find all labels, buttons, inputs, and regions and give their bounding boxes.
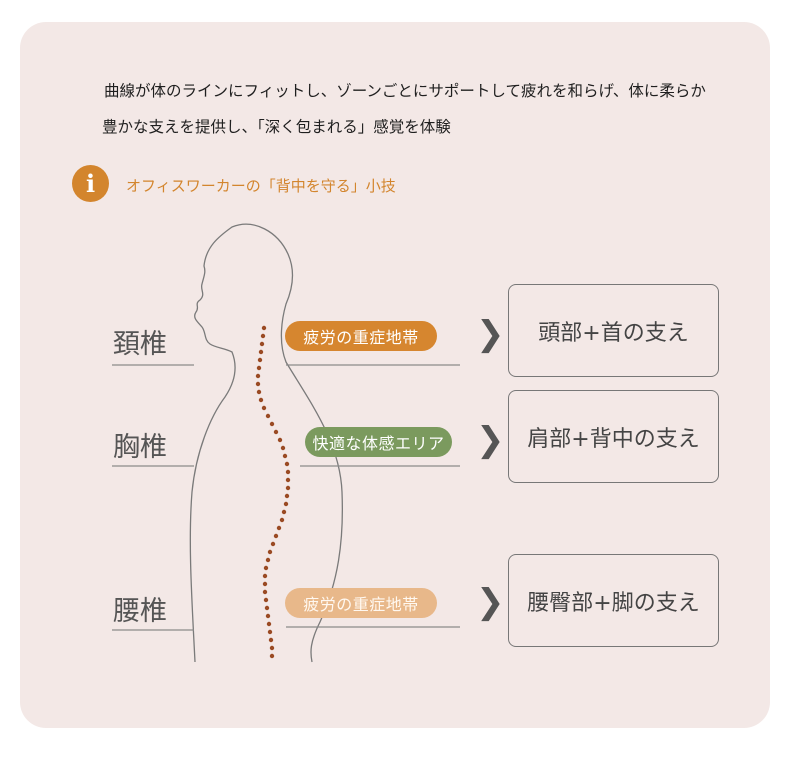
zone-badge-cervical: 疲労の重症地帯	[285, 321, 437, 351]
spine-dots	[255, 325, 291, 659]
chevron-right-icon: ❯	[476, 420, 505, 460]
intro-line-1: 曲線が体のラインにフィットし、ゾーンごとにサポートして疲れを和らげ、体に柔らか	[104, 82, 706, 100]
intro-line-2: 豊かな支えを提供し、「深く包まれる」感覚を体験	[102, 118, 451, 136]
support-box-head-neck: 頭部+首の支え	[508, 284, 719, 377]
region-label-lumbar: 腰椎	[113, 596, 167, 627]
content-card: 曲線が体のラインにフィットし、ゾーンごとにサポートして疲れを和らげ、体に柔らか …	[20, 22, 770, 728]
zone-badge-lumbar: 疲労の重症地帯	[285, 588, 437, 618]
body-silhouette	[112, 223, 460, 663]
region-label-thoracic: 胸椎	[113, 432, 167, 463]
chevron-right-icon: ❯	[476, 314, 505, 354]
tip-text: オフィスワーカーの「背中を守る」小技	[126, 177, 396, 195]
zone-badge-thoracic: 快適な体感エリア	[305, 427, 452, 457]
support-box-shoulder-back: 肩部+背中の支え	[508, 390, 719, 483]
support-box-waist-legs: 腰臀部+脚の支え	[508, 554, 719, 647]
spine-diagram: 頚椎 疲労の重症地帯 ❯ 頭部+首の支え 胸椎 快適な体感エリア ❯ 肩部+背中…	[20, 22, 770, 728]
chevron-right-icon: ❯	[476, 582, 505, 622]
region-label-cervical: 頚椎	[113, 329, 167, 360]
info-icon: i	[72, 165, 109, 202]
